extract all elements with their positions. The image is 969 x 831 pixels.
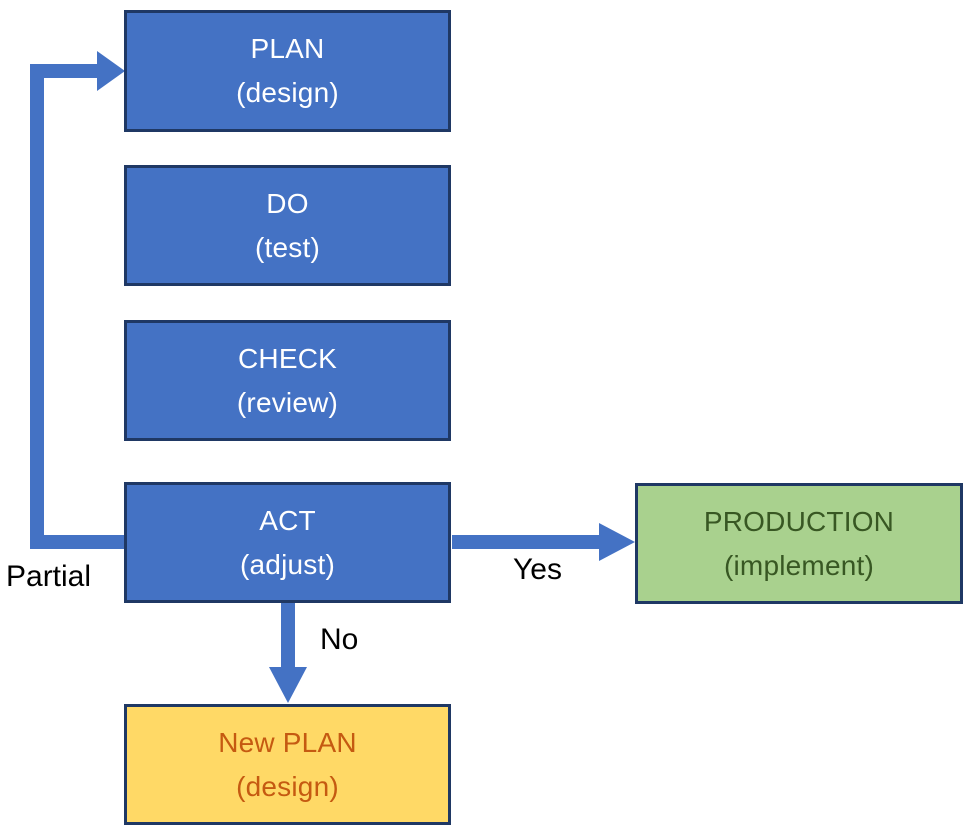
node-act-title: ACT: [259, 504, 316, 536]
arrow-partial-head-icon: [97, 51, 125, 91]
node-production-subtitle: (implement): [723, 549, 874, 581]
node-plan: PLAN (design): [124, 10, 451, 132]
node-new-plan: New PLAN (design): [124, 704, 451, 825]
arrow-no: [269, 603, 307, 703]
arrow-yes: [452, 523, 635, 561]
edge-label-yes: Yes: [513, 553, 562, 586]
node-act-subtitle: (adjust): [240, 548, 335, 580]
arrow-yes-head-icon: [599, 523, 635, 561]
node-production: PRODUCTION (implement): [635, 483, 963, 604]
node-check-subtitle: (review): [236, 386, 339, 418]
edge-label-no: No: [320, 623, 359, 656]
node-check-title: CHECK: [237, 342, 337, 374]
edge-label-partial: Partial: [6, 560, 92, 593]
arrow-partial-shaft: [30, 64, 126, 549]
node-do-subtitle: (test): [255, 231, 320, 263]
node-new-plan-subtitle: (design): [236, 770, 339, 802]
arrow-no-head-icon: [269, 667, 307, 703]
node-new-plan-title: New PLAN: [218, 726, 357, 758]
node-do: DO (test): [124, 165, 451, 286]
node-do-title: DO: [266, 187, 309, 219]
node-act: ACT (adjust): [124, 482, 451, 603]
arrow-partial: [30, 51, 126, 549]
node-production-title: PRODUCTION: [703, 505, 895, 537]
node-check: CHECK (review): [124, 320, 451, 441]
node-plan-title: PLAN: [250, 33, 325, 64]
node-plan-subtitle: (design): [236, 77, 339, 108]
